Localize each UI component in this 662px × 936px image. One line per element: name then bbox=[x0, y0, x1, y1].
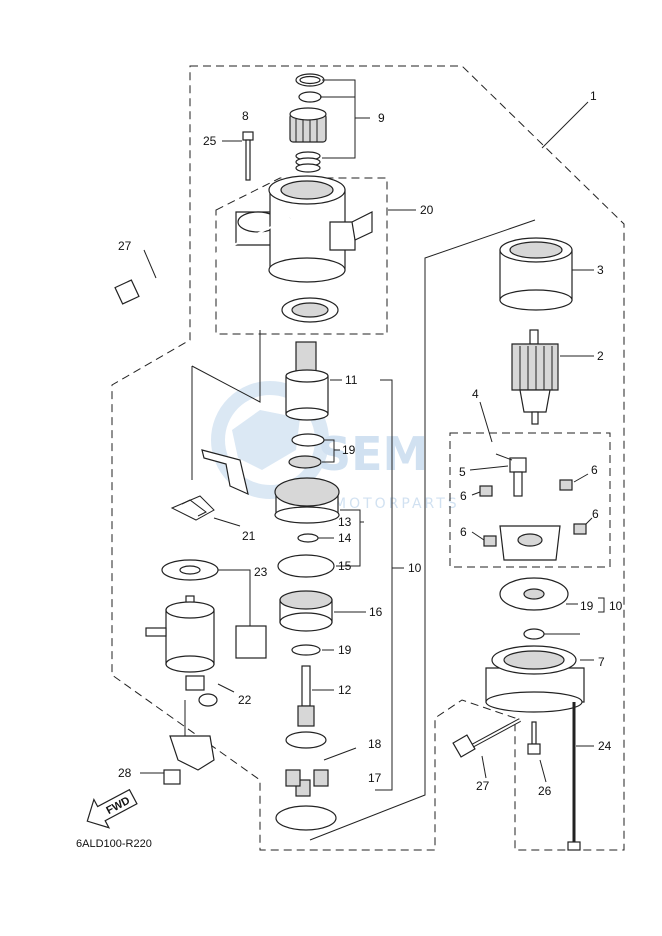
yoke-3 bbox=[499, 237, 573, 311]
callout-6-c: 6 bbox=[460, 525, 467, 539]
drive-shaft-12 bbox=[285, 665, 327, 749]
brush-6-b bbox=[559, 479, 573, 491]
shaft-11 bbox=[285, 341, 329, 421]
outer-assembly-outline bbox=[111, 65, 625, 851]
callout-3: 3 bbox=[597, 263, 604, 277]
cover-23 bbox=[235, 625, 267, 659]
housing-20 bbox=[235, 175, 373, 283]
callout-23: 23 bbox=[254, 565, 268, 579]
planet-gears-18 bbox=[285, 769, 329, 797]
callout-21: 21 bbox=[242, 529, 256, 543]
lever-21 bbox=[170, 495, 215, 521]
spring-9 bbox=[295, 151, 321, 173]
watermark-brand: SEM bbox=[318, 427, 428, 481]
internal-gear-16 bbox=[279, 590, 333, 632]
callout-18: 18 bbox=[368, 737, 382, 751]
diagram-code: 6ALD100-R220 bbox=[76, 838, 152, 850]
callout-19-a: 19 bbox=[342, 443, 356, 457]
callout-20: 20 bbox=[420, 203, 434, 217]
brush-6-a bbox=[479, 485, 493, 497]
callout-27-right: 27 bbox=[476, 779, 490, 793]
watermark-sub: MOTORPARTS bbox=[334, 496, 460, 512]
bolt-27-left bbox=[114, 217, 291, 305]
callout-14: 14 bbox=[338, 531, 352, 545]
callout-11: 11 bbox=[345, 373, 358, 387]
plunger-22 bbox=[185, 675, 218, 707]
clip-21 bbox=[201, 449, 249, 496]
callout-24: 24 bbox=[598, 739, 612, 753]
brush-6-c bbox=[483, 535, 497, 547]
callout-27-left: 27 bbox=[118, 239, 132, 253]
callout-13: 13 bbox=[338, 515, 352, 529]
fwd-arrow-icon: FWD bbox=[86, 788, 138, 829]
callout-4: 4 bbox=[472, 387, 479, 401]
watermark-logo: SEM MOTORPARTS bbox=[211, 381, 460, 512]
washer-small bbox=[523, 628, 545, 640]
callout-6-d: 6 bbox=[592, 507, 599, 521]
armature-2 bbox=[511, 329, 559, 425]
callout-28: 28 bbox=[118, 766, 132, 780]
bolt-27-right bbox=[452, 718, 521, 758]
end-bracket-7 bbox=[485, 645, 585, 713]
callout-17: 17 bbox=[368, 771, 382, 785]
callout-8: 8 bbox=[242, 109, 249, 123]
callout-2: 2 bbox=[597, 349, 604, 363]
bushing-14 bbox=[297, 533, 319, 543]
brush-holder-4-outline bbox=[449, 432, 611, 568]
callout-10: 10 bbox=[408, 561, 422, 575]
solenoid-22 bbox=[145, 595, 215, 673]
callout-16: 16 bbox=[369, 605, 383, 619]
bearing-20 bbox=[281, 297, 339, 323]
housing-20-outline bbox=[215, 177, 388, 335]
callout-labels: 1 2 3 4 5 6 6 6 6 7 8 9 10 10 11 12 13 1… bbox=[118, 89, 623, 798]
bolt-25 bbox=[242, 131, 254, 181]
brush-6-d bbox=[573, 523, 587, 535]
through-bolt-24 bbox=[567, 702, 581, 851]
pinion-gear-8 bbox=[289, 107, 327, 143]
callout-5: 5 bbox=[459, 465, 466, 479]
washer-19-b bbox=[288, 455, 322, 469]
callout-22: 22 bbox=[238, 693, 252, 707]
callout-1: 1 bbox=[590, 89, 597, 103]
brush-holder-plate-4 bbox=[499, 525, 561, 561]
brush-5 bbox=[495, 453, 527, 497]
callout-19-right: 19 bbox=[580, 599, 594, 613]
screw-26 bbox=[527, 721, 541, 755]
callout-26: 26 bbox=[538, 784, 552, 798]
callout-6-b: 6 bbox=[591, 463, 598, 477]
ring-9-top bbox=[295, 73, 325, 87]
washer-19-a bbox=[291, 433, 325, 447]
callout-12: 12 bbox=[338, 683, 352, 697]
callout-6-a: 6 bbox=[460, 489, 467, 503]
ring-15 bbox=[277, 554, 335, 578]
plate-17 bbox=[275, 805, 337, 831]
callout-9: 9 bbox=[378, 111, 385, 125]
callout-25: 25 bbox=[203, 134, 217, 148]
callout-19-b: 19 bbox=[338, 643, 352, 657]
washer-19-c bbox=[291, 644, 321, 656]
callout-15: 15 bbox=[338, 559, 352, 573]
callout-10-right: 10 bbox=[609, 599, 623, 613]
ring-9-mid bbox=[298, 91, 322, 103]
callout-7: 7 bbox=[598, 655, 605, 669]
shift-fork-28 bbox=[163, 735, 215, 785]
gear-carrier-13 bbox=[274, 477, 340, 524]
